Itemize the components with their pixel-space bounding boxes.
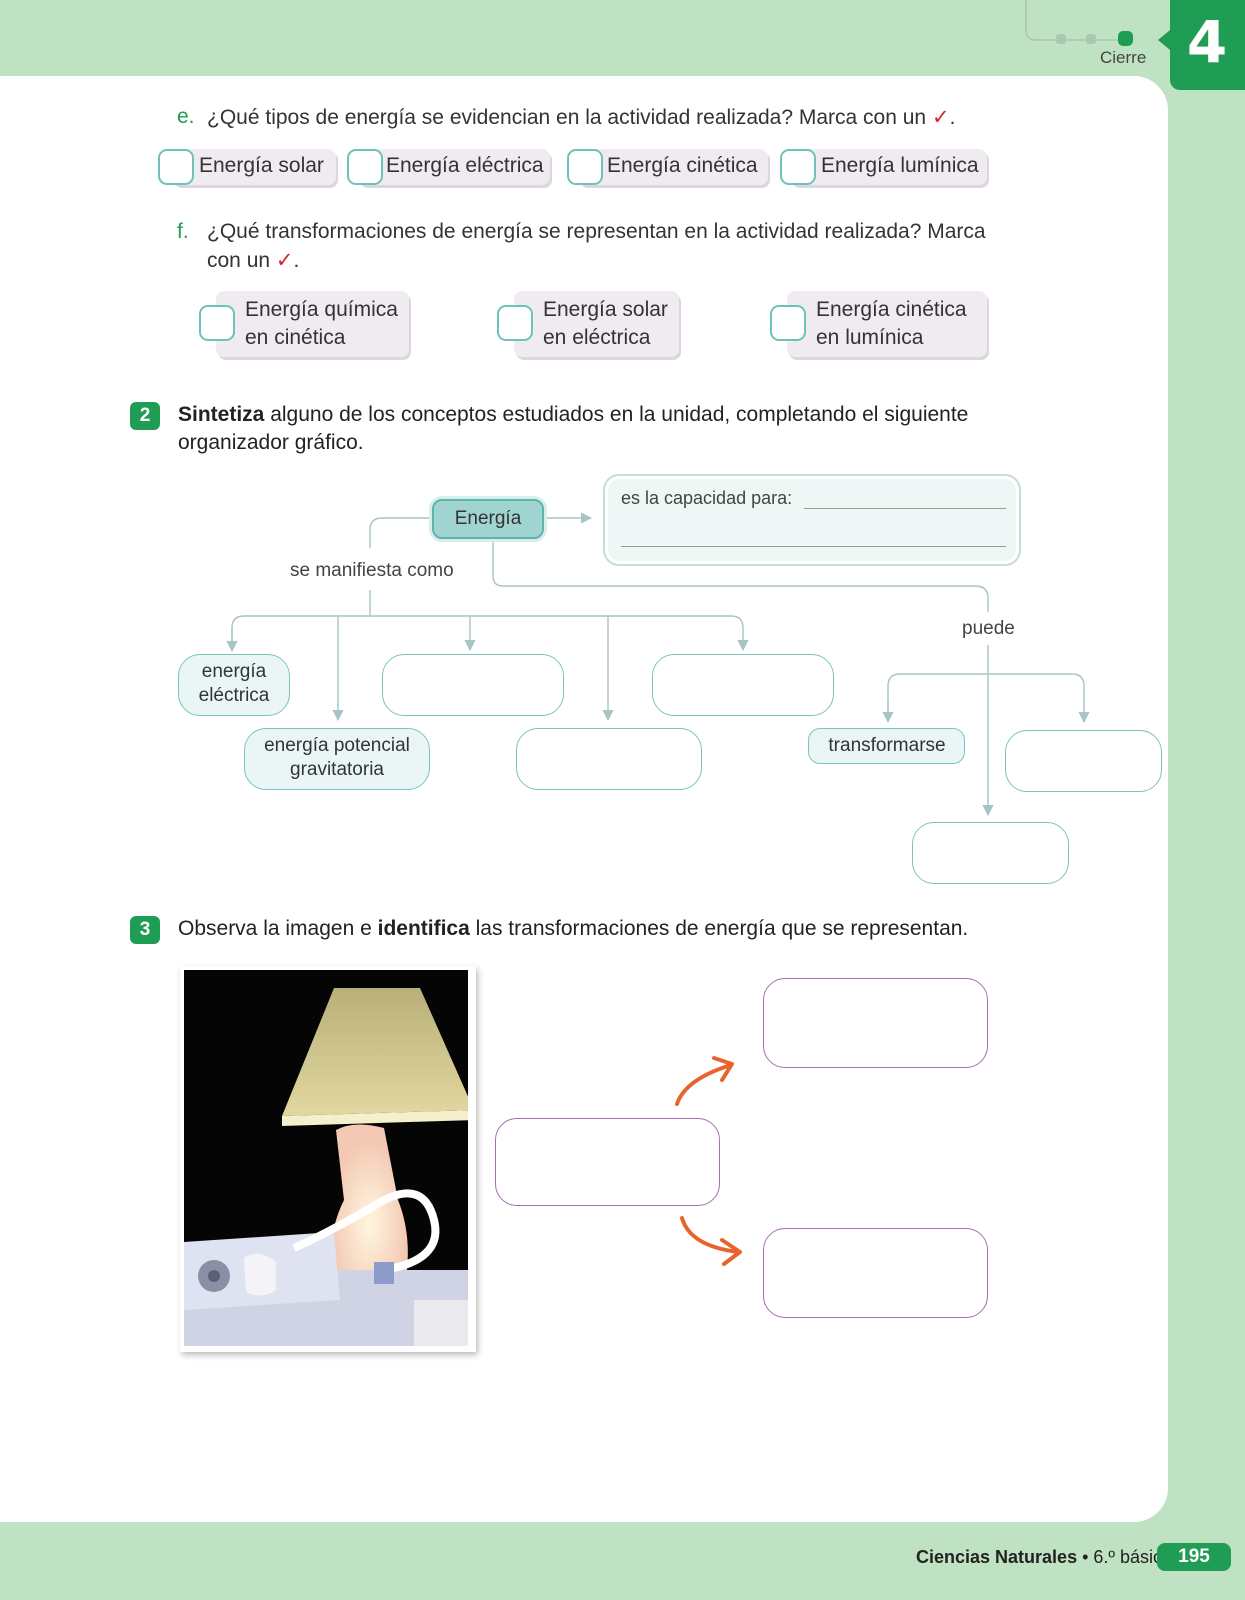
option-quimica-cinetica [216,291,409,357]
activity-3-text-post: las transformaciones de energía que se r… [469,917,969,940]
blank-box-puede-3[interactable] [912,822,1069,884]
option-label: Energía cinética en lumínica [816,296,967,352]
energia-node-label: Energía [454,508,522,529]
definition-label: es la capacidad para: [621,488,793,508]
box-energia-potencial-line1: energía potencial [264,735,410,756]
box-energia-electrica-line2: eléctrica [198,685,270,706]
option-label-line1: Energía cinética [816,298,967,321]
option-label: Energía cinética [607,154,758,177]
option-solar-electrica [514,291,679,357]
question-f-line2: con un ✓. [207,248,299,273]
activity-2-number: 2 [130,402,160,430]
option-energia-solar [172,149,336,185]
option-label-line2: en lumínica [816,326,924,349]
box-energia-potencial-line2: gravitatoria [290,759,384,780]
box-energia-electrica-line1: energía [201,661,267,682]
right-margin-band [1168,0,1245,1600]
box-transformarse-label: transformarse [828,735,946,756]
option-energia-cinetica [578,149,768,185]
progress-track-icon [1025,0,1133,46]
checkbox-energia-electrica[interactable] [347,149,383,185]
question-f-prompt-end: con un [207,249,271,272]
option-label-line1: Energía química [245,298,398,321]
can-label: puede [962,618,1015,639]
box-energia-potencial [244,728,430,790]
tab-notch [1158,30,1170,50]
unit-number: 4 [1186,8,1228,76]
checkbox-energia-luminica[interactable] [780,149,816,185]
definition-answer-line-1[interactable] [804,508,1006,509]
option-energia-luminica [790,149,987,185]
question-e-period: . [949,106,956,129]
option-cinetica-luminica [787,291,987,357]
orange-arrows-icon [675,1056,742,1266]
footer-book-title: Ciencias Naturales • 6.º básico [916,1547,1172,1568]
question-e-text: ¿Qué tipos de energía se evidencian en l… [207,105,955,130]
option-label: Energía química en cinética [245,296,398,352]
option-label: Energía solar en eléctrica [543,296,668,352]
box-energia-potencial-label: energía potencial gravitatoria [244,734,430,782]
blank-box-form-4[interactable] [652,654,834,716]
activity-3-instruction: Observa la imagen e identifica las trans… [178,915,968,943]
transformation-output-box-2[interactable] [763,1228,988,1318]
energia-node [432,499,544,539]
definition-box [603,474,1021,566]
activity-2-text-line2: organizador gráfico. [178,431,364,454]
option-label: Energía lumínica [821,154,979,177]
transformation-source-box[interactable] [495,1118,720,1206]
activity-3-text-pre: Observa la imagen e [178,917,378,940]
manifests-label: se manifiesta como [288,560,456,582]
question-e-letter: e. [177,105,195,128]
activity-3-number: 3 [130,916,160,944]
lamp-photo [180,966,476,1352]
checkmark-icon: ✓ [931,106,950,129]
definition-answer-line-2[interactable] [621,546,1006,547]
checkmark-icon: ✓ [275,249,294,272]
blank-box-puede-2[interactable] [1005,730,1162,792]
footer-bullet: • [1082,1547,1089,1567]
checkbox-energia-solar[interactable] [158,149,194,185]
footer-grade: 6.º básico [1093,1547,1173,1567]
option-label-line2: en eléctrica [543,326,651,349]
question-e-prompt: ¿Qué tipos de energía se evidencian en l… [207,106,927,129]
transformation-output-box-1[interactable] [763,978,988,1068]
question-f-line1: ¿Qué transformaciones de energía se repr… [207,220,986,243]
box-energia-electrica [178,654,290,716]
activity-2-verb: Sintetiza [178,403,265,426]
option-label: Energía solar [199,154,324,177]
checkbox-solar-electrica[interactable] [497,305,533,341]
page-number: 195 [1157,1543,1231,1571]
blank-box-form-3[interactable] [516,728,702,790]
checkbox-cinetica-luminica[interactable] [770,305,806,341]
footer-book: Ciencias Naturales [916,1547,1078,1567]
blank-box-form-2[interactable] [382,654,564,716]
box-transformarse [808,728,965,764]
question-f-period: . [293,249,300,272]
checkbox-quimica-cinetica[interactable] [199,305,235,341]
question-f-letter: f. [177,220,189,243]
section-label: Cierre [1100,48,1147,67]
activity-2-instruction: Sintetiza alguno de los conceptos estudi… [178,401,998,457]
option-energia-electrica [358,149,550,185]
lamp-photo-illustration [184,970,468,1346]
option-label-line2: en cinética [245,326,346,349]
activity-3-verb: identifica [377,917,470,940]
checkbox-energia-cinetica[interactable] [567,149,603,185]
option-label-line1: Energía solar [543,298,668,321]
box-energia-electrica-label: energía eléctrica [178,660,290,708]
option-label: Energía eléctrica [386,154,544,177]
unit-tab [1170,0,1245,90]
activity-2-text: alguno de los conceptos estudiados en la… [264,403,969,426]
